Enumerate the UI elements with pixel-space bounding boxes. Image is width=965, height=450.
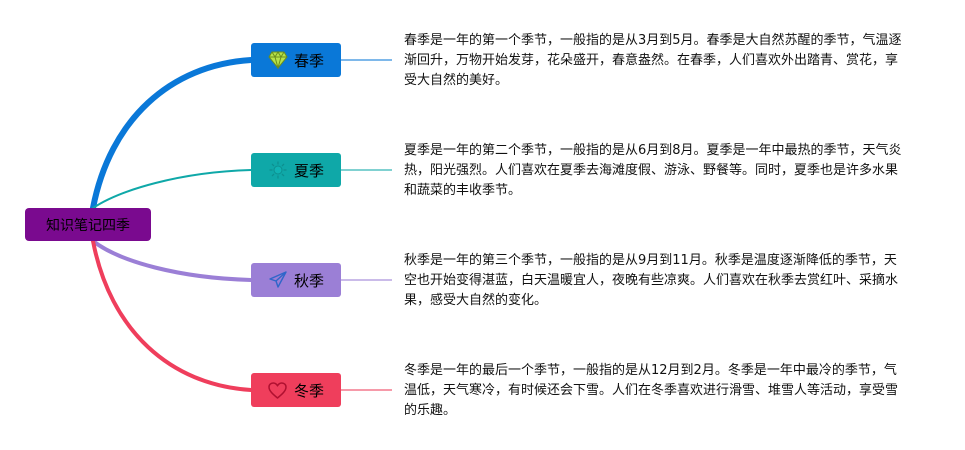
root-topic-label: 知识笔记四季 — [46, 217, 130, 234]
branch-spring — [90, 57, 254, 211]
topic-summer[interactable]: 夏季 — [251, 153, 341, 187]
description-autumn: 秋季是一年的第三个季节，一般指的是从9月到11月。秋季是温度逐渐降低的季节，天空… — [404, 253, 899, 308]
topic-summer-label: 夏季 — [293, 161, 324, 180]
root-topic[interactable]: 知识笔记四季 — [25, 208, 151, 241]
branch-summer — [92, 169, 252, 209]
topic-winter-label: 冬季 — [293, 381, 324, 400]
topic-spring-label: 春季 — [293, 51, 324, 70]
description-winter: 冬季是一年的最后一个季节，一般指的是从12月到2月。冬季是一年中最冷的季节，气温… — [404, 363, 899, 418]
topic-spring[interactable]: 春季 — [251, 43, 341, 77]
description-summer: 夏季是一年的第二个季节，一般指的是从6月到8月。夏季是一年中最热的季节，天气炎热… — [404, 143, 902, 198]
paper-plane-icon — [268, 270, 288, 290]
diamond-icon — [268, 50, 288, 70]
sun-icon — [268, 160, 288, 180]
description-spring: 春季是一年的第一个季节，一般指的是从3月到5月。春季是大自然苏醒的季节，气温逐渐… — [404, 33, 902, 88]
topic-autumn[interactable]: 秋季 — [251, 263, 341, 297]
topic-winter[interactable]: 冬季 — [251, 373, 341, 407]
topic-autumn-label: 秋季 — [293, 271, 324, 290]
heart-icon — [268, 380, 288, 400]
branch-autumn — [91, 239, 253, 282]
branch-winter — [91, 239, 253, 392]
